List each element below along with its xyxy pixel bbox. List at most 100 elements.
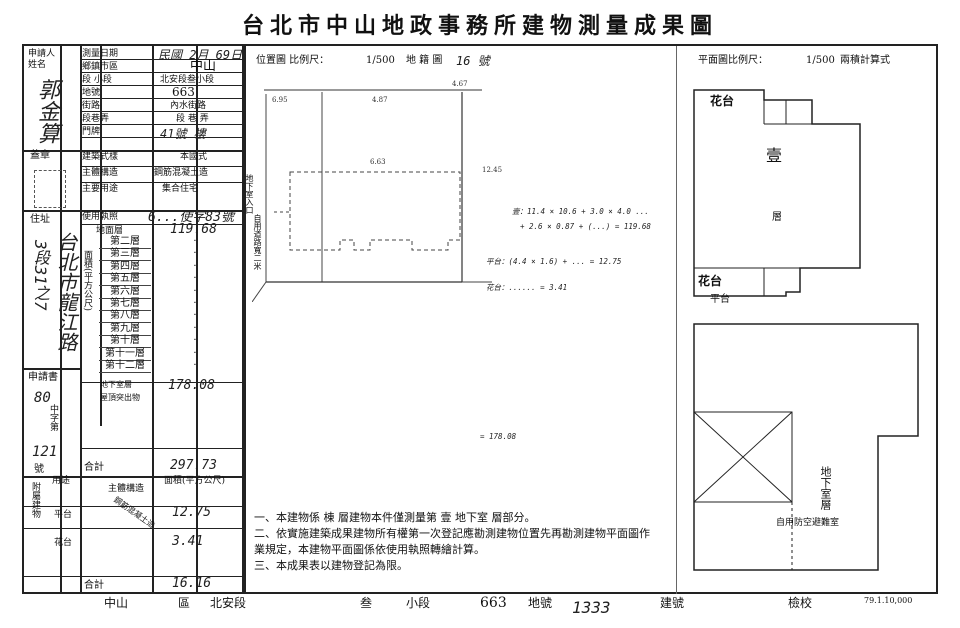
seal-stamp <box>34 170 66 208</box>
road-label: 街路 <box>82 101 101 111</box>
footer-district: 中山 <box>104 596 129 610</box>
svg-text:6.95: 6.95 <box>272 96 288 104</box>
document-frame <box>22 44 938 594</box>
attached-col-use: 用途 <box>52 476 71 486</box>
footer-surveyor-label: 檢校 <box>788 596 813 610</box>
lane-value: 段 巷 弄 <box>176 114 209 124</box>
seal-label: 蓋章 <box>30 150 50 161</box>
receipt-suffix: 號 <box>34 464 44 475</box>
attached-use-1: 平台 <box>54 510 73 520</box>
style-value: 本國式 <box>180 152 208 162</box>
notes: 一、本建物係 棟 層建物本件僅測量第 壹 地下室 層部分。 二、依實施建築成果建… <box>254 510 654 574</box>
calc-line-3: 平台：(4.4 × 1.6) + ... = 12.75 <box>486 257 622 266</box>
floor-value-dot: · <box>193 273 197 285</box>
floor-row: 第十層 <box>99 335 151 349</box>
footer-subsection: 叁 <box>360 596 373 610</box>
footer-building-label: 建號 <box>660 596 685 610</box>
receipt-unit: 中字第 <box>48 404 58 431</box>
attached-label: 附屬建物 <box>30 482 40 518</box>
svg-text:4.67: 4.67 <box>452 80 468 88</box>
document-title: 台北市中山地政事務所建物測量成果圖 <box>241 13 718 39</box>
floor-scale-value: 1/500 <box>806 55 835 66</box>
floor-plan-drawing <box>693 89 919 571</box>
floor-row: 第六層 <box>99 286 151 299</box>
road-note: 自用道路寬二米 <box>253 214 262 270</box>
calc-line-2: + 2.6 × 0.87 + (...) = 119.68 <box>520 222 651 231</box>
footer-building-no: 1333 <box>572 598 611 617</box>
receipt-label: 申請書 <box>28 372 58 383</box>
platform-label: 平台 <box>710 294 730 305</box>
print-code: 79.1.10,000 <box>864 596 913 605</box>
change-date: 民國 2月 69日 <box>158 48 243 62</box>
attached-use-2: 花台 <box>54 538 73 548</box>
floor-value-dot: · <box>193 322 197 334</box>
applicant-label: 申請人 <box>28 49 56 59</box>
ground-value: 119.68 <box>170 222 217 237</box>
footer-area-label: 區 <box>178 596 191 610</box>
note-1: 一、本建物係 棟 層建物本件僅測量第 壹 地下室 層部分。 <box>254 511 536 524</box>
lot-value: 北安段叁小段 <box>160 75 215 85</box>
site-plan-drawing: 6.95 4.87 4.67 6.63 12.45 <box>252 80 502 302</box>
floor-row: 第九層 <box>99 323 151 336</box>
layer-label: 層 <box>772 212 782 223</box>
applicant-number: 3段31之7 <box>31 240 50 311</box>
attached-col-area: 面積(平方公尺) <box>164 476 226 486</box>
lane-label: 段巷弄 <box>82 114 110 124</box>
floor-value-dot: · <box>193 360 197 371</box>
floor-value-dot: · <box>193 298 197 309</box>
floor-row: 第五層 <box>99 273 151 287</box>
address-label: 住址 <box>30 214 50 225</box>
door-label: 門牌 <box>82 127 101 137</box>
floor-row: 第八層 <box>99 310 151 324</box>
garden-top-label: 花台 <box>710 94 735 108</box>
area-label: 面積(平方公尺) <box>82 250 92 312</box>
name-label: 姓名 <box>28 60 47 70</box>
floor-row: 第二層 <box>99 236 151 249</box>
svg-text:6.63: 6.63 <box>370 158 386 166</box>
floor-row: 第七層 <box>99 298 151 311</box>
floor-row: 第十一層 <box>99 348 151 361</box>
site-scale-label: 位置圖 比例尺： <box>256 55 330 66</box>
attached-total-label: 合計 <box>84 580 104 591</box>
floor-value-dot: · <box>193 236 197 247</box>
door-value: 41號 樓 <box>160 127 206 141</box>
road-value: 內水街路 <box>170 101 207 111</box>
floor-value-dot: · <box>193 248 197 260</box>
basement-value: 178.08 <box>168 378 215 393</box>
total-value: 297.73 <box>170 458 217 473</box>
district-label: 鄉鎮市區 <box>82 62 119 72</box>
map-no: 16 號 <box>456 54 490 68</box>
receipt-seq: 121 <box>32 444 58 460</box>
lot-label: 段 小段 <box>82 75 112 85</box>
footer-subsection-label: 小段 <box>406 596 431 610</box>
basement-plan-label: 地下室層 <box>819 466 832 510</box>
floor-value-dot: · <box>193 260 197 272</box>
svg-text:12.45: 12.45 <box>482 166 502 174</box>
attached-area-2: 3.41 <box>172 534 204 549</box>
calc-line-1: 壹：11.4 × 10.6 + 3.0 × 4.0 ... <box>512 207 649 216</box>
permit-value: 6...使字83號 <box>148 210 234 225</box>
total-label: 合計 <box>84 462 104 473</box>
applicant-name: 郭金算 <box>34 78 59 144</box>
svg-text:4.87: 4.87 <box>372 96 388 104</box>
floor-row: 第四層 <box>99 261 151 274</box>
map-label: 地 籍 圖 <box>406 55 443 66</box>
attic-label: 屋頂突出物 <box>100 393 140 402</box>
floor-row: 第十二層 <box>99 360 151 373</box>
attached-total-value: 16.16 <box>172 576 212 591</box>
shelter-label: 自用防空避難室 <box>776 518 840 528</box>
footer-parcel-label: 地號 <box>528 596 553 610</box>
floor-value-dot: · <box>193 310 197 322</box>
floor-scale-label: 平面圖比例尺： <box>698 55 768 66</box>
district-value: 中山 <box>190 59 217 74</box>
floor-value-dot: · <box>193 347 197 359</box>
note-2: 二、依實施建築成果建物所有權第一次登記應勘測建物位置先再勘測建物平面圖作業規定，… <box>254 527 650 556</box>
calc-line-4: 花台：...... = 3.41 <box>486 283 568 292</box>
footer-section: 北安段 <box>210 596 247 610</box>
floor-value-dot: · <box>193 335 197 347</box>
footer-parcel: 663 <box>480 595 507 611</box>
calc-line-5: = 178.08 <box>480 432 517 441</box>
change-date-label: 測量日期 <box>82 49 119 59</box>
applicant-address: 台北市龍江路 <box>54 232 78 352</box>
structure-label: 主體構造 <box>82 168 119 178</box>
